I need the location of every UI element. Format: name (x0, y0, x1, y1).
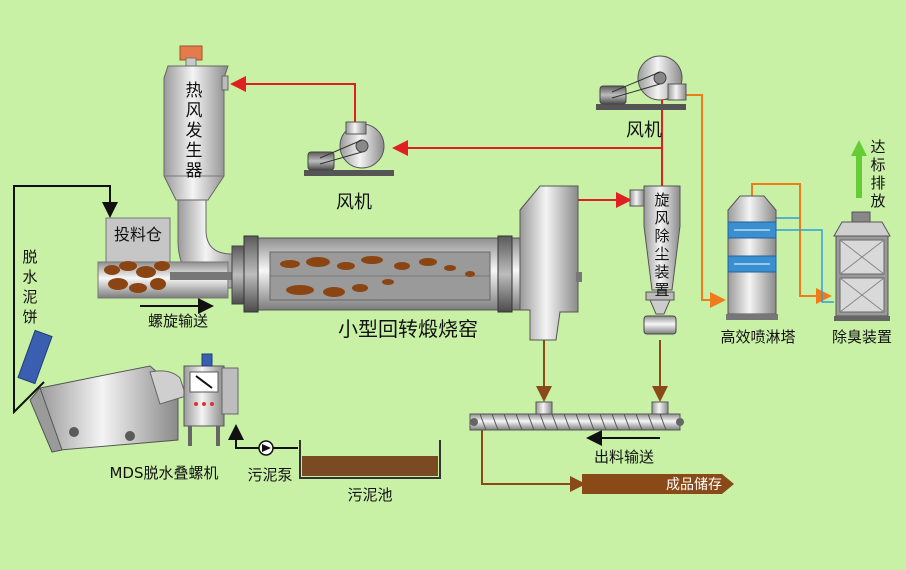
deodorizer-label: 除臭装置 (832, 328, 892, 346)
hot-air-line (230, 76, 356, 130)
svg-text:脱: 脱 (22, 248, 37, 266)
svg-text:达: 达 (870, 138, 885, 156)
hot-air-generator-label-1: 热 (186, 81, 203, 101)
spray-scrubber-tower: 高效喷淋塔 (720, 195, 796, 346)
mds-label: MDS脱水叠螺机 (109, 464, 218, 482)
water-line-2 (776, 229, 834, 303)
hot-air-generator-label-3: 发 (186, 121, 203, 141)
hot-air-generator-label-2: 风 (186, 101, 203, 121)
feed-bin-label: 投料仓 (114, 225, 162, 244)
scrubber-to-deodorizer-line (751, 183, 832, 304)
hot-air-generator: 热 风 发 生 器 (163, 45, 241, 289)
pump-to-mds-line (228, 424, 298, 449)
screw-conveyor-label: 螺旋输送 (148, 312, 208, 330)
flow-lines (13, 76, 834, 492)
pump-label: 污泥泵 (247, 466, 292, 484)
sludge-fill (104, 261, 170, 293)
fan-motor-icon (599, 85, 627, 105)
svg-text:饼: 饼 (22, 308, 37, 326)
kiln-material (280, 256, 475, 297)
fan-to-scrubber-line (686, 94, 726, 308)
discharge-indicator: 达 标 排 放 (851, 138, 886, 210)
fan-right-label: 风机 (626, 120, 662, 141)
svg-text:标: 标 (870, 156, 885, 174)
to-storage-line (481, 430, 586, 492)
product-storage-label: 成品储存 (666, 477, 722, 493)
cyclone-separator: 旋 风 除 尘 装 置 (629, 185, 681, 335)
fan-motor-icon (307, 151, 335, 171)
output-screw-conveyor: 出料输送 (469, 401, 684, 466)
svg-text:风: 风 (654, 209, 669, 227)
dewatered-cake-label: 脱 水 泥 饼 (22, 248, 37, 326)
rotary-kiln: 小型回转煅烧窑 (231, 185, 582, 341)
svg-text:除: 除 (654, 227, 669, 245)
product-storage-tag: 成品储存 (582, 474, 734, 494)
svg-text:装: 装 (654, 263, 669, 281)
fan-left: 风机 (304, 121, 394, 213)
fan-right: 风机 (596, 55, 687, 141)
svg-text:置: 置 (654, 281, 669, 299)
sludge-tank: 污泥池 (299, 440, 441, 504)
hot-air-generator-label-4: 生 (186, 141, 203, 161)
hot-air-generator-label-5: 器 (186, 161, 203, 181)
scrubber-label: 高效喷淋塔 (720, 328, 795, 346)
fan-left-label: 风机 (336, 192, 372, 213)
kiln-label: 小型回转煅烧窑 (338, 317, 478, 341)
deodorizer: 除臭装置 (832, 211, 892, 346)
up-arrow-icon (856, 154, 862, 198)
svg-text:排: 排 (870, 174, 885, 192)
svg-text:尘: 尘 (654, 245, 669, 263)
rotary-valve-icon (643, 315, 677, 335)
svg-text:水: 水 (22, 268, 37, 286)
feed-bin: 投料仓 螺旋输送 (97, 217, 236, 330)
svg-text:旋: 旋 (654, 191, 669, 209)
svg-text:放: 放 (870, 192, 885, 210)
output-conveyor-label: 出料输送 (594, 448, 654, 466)
cake-line (13, 185, 118, 415)
tank-label: 污泥池 (347, 486, 392, 504)
sludge-pump: 污泥泵 (247, 440, 293, 484)
mds-dewatering-machine: MDS脱水叠螺机 (17, 329, 239, 482)
svg-text:泥: 泥 (22, 288, 37, 306)
